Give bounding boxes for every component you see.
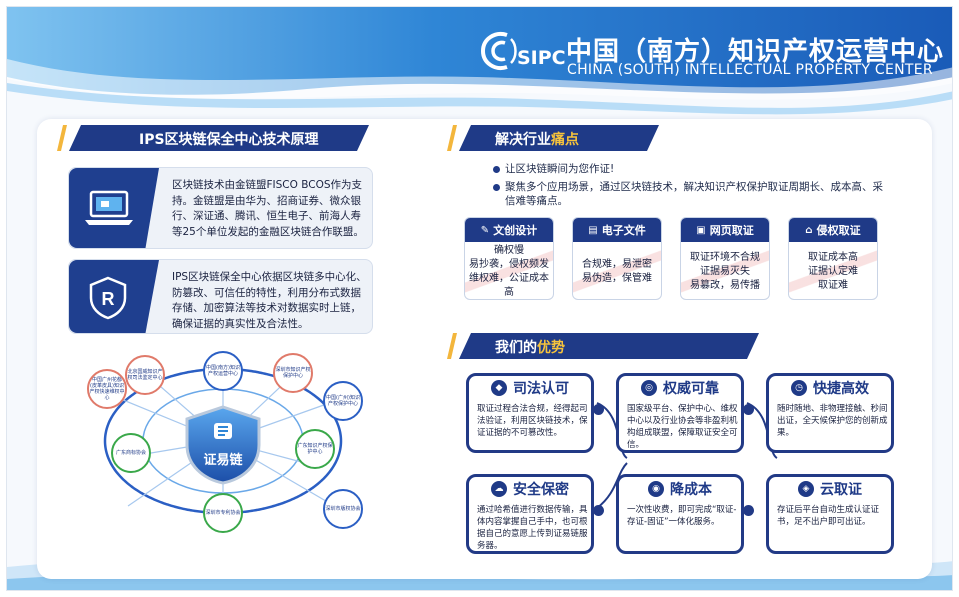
pain-points-title: 解决行业痛点 [495, 132, 579, 148]
laptop-icon [85, 190, 133, 225]
pain-card-body: 确权慢 易抄袭，侵权频发 维权难，公证成本高 [465, 242, 553, 299]
zhengyilian-shield-icon [185, 405, 261, 485]
cloud-icon: ☁ [491, 481, 507, 497]
svg-text:R: R [102, 289, 115, 309]
clock-icon: ◷ [791, 380, 807, 396]
advantage-body: 国家级平台、保护中心、维权中心以及行业协会等非盈利机构组成联盟，保障取证安全可信… [627, 404, 738, 450]
advantage-body: 随时随地、非物理接触、秒间出证，全天候保护您的创新成果。 [777, 404, 888, 438]
header-bar [69, 125, 369, 151]
header-accent-slash [447, 333, 457, 359]
ips-center-info-box: R IPS区块链保全中心依据区块链多中心化、防篡改、可信任的特性，利用分布式数据… [68, 259, 373, 334]
globe-icon: ◎ [641, 380, 657, 396]
advantage-low-cost: ◉降成本 一次性收费，即可完成“取证-存证-固证”一体化服务。 [616, 474, 754, 554]
shield-icon: ◆ [491, 380, 507, 396]
pen-icon: ✎ [480, 224, 490, 236]
center-title-cn: 中国（南方）知识产权运营中心 [566, 37, 945, 67]
fisco-bcos-info-box: 区块链技术由金链盟FISCO BCOS作为支持。金链盟是由华为、招商证券、微众银… [68, 167, 373, 249]
pain-card-efile: ▤电子文件 合规难，易泄密 易伪造，保管难 [572, 217, 662, 300]
node-shenzhen-ip-protection: 深圳市知识产权保护中心 [273, 353, 313, 393]
advantage-title: ◎权威可靠 [619, 375, 741, 401]
ips-center-text: IPS区块链保全中心依据区块链多中心化、防篡改、可信任的特性，利用分布式数据存储… [172, 271, 367, 330]
advantage-title: ◆司法认可 [469, 375, 591, 401]
bullet-item: 让区块链瞬间为您作证! [493, 162, 893, 177]
advantage-cloud-evidence: ◈云取证 存证后平台自动生成认证证书，足不出户即可出证。 [766, 474, 894, 554]
connector-dot [743, 505, 754, 516]
advantage-secure: ☁安全保密 通过哈希值进行数据传输，具体内容掌握自己手中，也可根据自己的意愿上传… [466, 474, 604, 554]
advantage-body: 通过哈希值进行数据传输，具体内容掌握自己手中，也可根据自己的意愿上传到证易链服务… [477, 505, 588, 551]
connector-dot [593, 404, 604, 415]
pain-card-header: ✎文创设计 [465, 218, 553, 242]
pain-card-design: ✎文创设计 确权慢 易抄袭，侵权频发 维权难，公证成本高 [464, 217, 554, 300]
sipc-logo-mark-icon [480, 32, 517, 70]
bullet-item: 聚焦多个应用场景，通过区块链技术，解决知识产权保护取证周期长、成本高、采信难等痛… [493, 180, 893, 209]
header-background [7, 7, 952, 127]
webpage-icon: ▣ [696, 224, 706, 236]
info-icon-panel [69, 168, 159, 248]
node-guangzhou-ip-protection: 中国(广州)知识产权保护中心 [323, 381, 363, 421]
registered-shield-icon: R [89, 276, 127, 320]
cloud-shield-icon: ◈ [798, 481, 814, 497]
pain-card-header: ▣网页取证 [681, 218, 769, 242]
node-sipc: 中国(南方)知识产权运营中心 [203, 351, 243, 391]
sipc-logo: SIPC 中国（南方）知识产权运营中心 CHINA (SOUTH) INTELL… [477, 25, 943, 85]
pain-card-header: ▤电子文件 [573, 218, 661, 242]
connector-dot [593, 505, 604, 516]
pain-card-body: 合规难，易泄密 易伪造，保管难 [573, 242, 661, 299]
zhengyilian-label: 证易链 [203, 453, 243, 468]
pain-card-webpage: ▣网页取证 取证环境不合规 证据易灭失 易篡改，易传播 [680, 217, 770, 300]
pain-card-body: 取证环境不合规 证据易灭失 易篡改，易传播 [681, 242, 769, 299]
pain-card-header: ⌂侵权取证 [789, 218, 877, 242]
tech-principle-header: IPS区块链保全中心技术原理 [57, 125, 377, 151]
node-guangdong-trademark: 广东商标协会 [111, 433, 151, 473]
advantage-fast: ◷快捷高效 随时随地、非物理接触、秒间出证，全天候保护您的创新成果。 [766, 373, 894, 453]
advantage-body: 一次性收费，即可完成“取证-存证-固证”一体化服务。 [627, 505, 737, 527]
connector-dot [743, 404, 754, 415]
header-bar [459, 125, 659, 151]
node-guangdong-ip-protection: 广东知识产权保护中心 [295, 429, 335, 469]
advantage-judicial: ◆司法认可 取证过程合法合规，经得起司法验证，利用区块链技术，保证证据的不可篡改… [466, 373, 604, 453]
header-accent-slash [57, 125, 67, 151]
node-huadu-leather: 中国广州花都(皮革皮具)知识产权快速维权中心 [87, 369, 127, 409]
coin-icon: ◉ [648, 481, 664, 497]
pain-card-infringement: ⌂侵权取证 取证成本高 证据认定难 取证难 [788, 217, 878, 300]
node-shenzhen-patent: 深圳市专利协会 [203, 493, 243, 533]
poster-frame: SIPC 中国（南方）知识产权运营中心 CHINA (SOUTH) INTELL… [6, 6, 953, 591]
advantage-title: ◷快捷高效 [769, 375, 891, 401]
tech-principle-title: IPS区块链保全中心技术原理 [139, 132, 319, 148]
advantage-authoritative: ◎权威可靠 国家级平台、保护中心、维权中心以及行业协会等非盈利机构组成联盟，保障… [616, 373, 754, 453]
header-bar [459, 333, 759, 359]
file-icon: ▤ [588, 224, 598, 236]
center-title-en: CHINA (SOUTH) INTELLECTUAL PROPERTY CENT… [567, 62, 933, 78]
advantages-title: 我们的优势 [495, 340, 565, 356]
advantage-title: ☁安全保密 [469, 476, 591, 502]
pain-points-header: 解决行业痛点 [447, 125, 667, 151]
alliance-network-diagram: 证易链 北京国威知识产权司法鉴定中心 中国(南方)知识产权运营中心 深圳市知识产… [73, 341, 373, 533]
advantage-body: 取证过程合法合规，经得起司法验证，利用区块链技术，保证证据的不可篡改性。 [477, 404, 588, 438]
pain-points-bullets: 让区块链瞬间为您作证! 聚焦多个应用场景，通过区块链技术，解决知识产权保护取证周… [493, 162, 893, 209]
info-icon-panel: R [69, 260, 159, 333]
pain-card-body: 取证成本高 证据认定难 取证难 [789, 242, 877, 299]
header-accent-slash [447, 125, 457, 151]
advantages-header: 我们的优势 [447, 333, 767, 359]
fisco-bcos-text: 区块链技术由金链盟FISCO BCOS作为支持。金链盟是由华为、招商证券、微众银… [172, 179, 364, 238]
advantage-title: ◉降成本 [619, 476, 741, 502]
advantage-title: ◈云取证 [769, 476, 891, 502]
node-shenzhen-copyright: 深圳市版权协会 [323, 489, 363, 529]
advantage-body: 存证后平台自动生成认证证书，足不出户即可出证。 [777, 505, 880, 527]
node-beijing-guowei: 北京国威知识产权司法鉴定中心 [125, 355, 165, 395]
logo-abbreviation: SIPC [517, 47, 566, 69]
folder-icon: ⌂ [805, 224, 813, 236]
